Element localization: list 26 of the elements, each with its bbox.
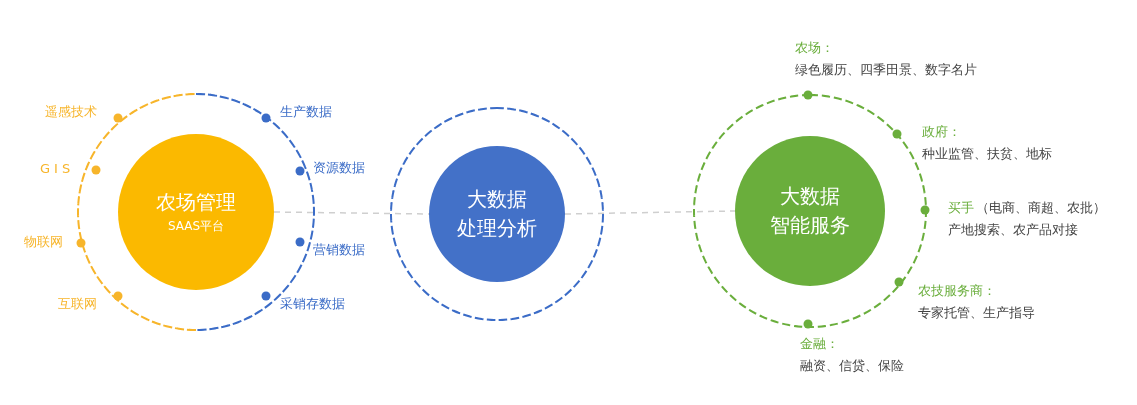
point-label: 遥感技术 [45,104,97,120]
point-label: 农技服务商： [918,283,996,299]
description-text: 种业监管、扶贫、地标 [922,146,1052,162]
description-text: 绿色履历、四季田景、数字名片 [795,62,977,78]
node-text: 大数据 [467,187,527,212]
node-text: 智能服务 [770,213,850,238]
node-text: 农场管理 [156,190,236,215]
description-text: 产地搜索、农产品对接 [948,222,1078,238]
point-label: 采销存数据 [280,296,345,312]
point-label: 买手 [948,200,974,216]
node-text: 处理分析 [457,216,537,241]
point-label: 资源数据 [313,160,365,176]
description-text: 专家托管、生产指导 [918,305,1035,321]
point-label: 互联网 [58,296,97,312]
connector-line [564,210,736,215]
point-label: 物联网 [24,234,63,250]
point-label: 生产数据 [280,104,332,120]
description-text: （电商、商超、农批） [976,200,1106,216]
node-text: 大数据 [780,184,840,209]
point-label: 政府： [922,124,961,140]
point-label: 金融： [800,336,839,352]
node-text: SAAS平台 [167,219,225,234]
point-label: 营销数据 [313,242,365,258]
point-label: GIS [40,161,75,177]
point-label: 农场： [795,40,834,56]
description-text: 融资、信贷、保险 [800,358,904,374]
